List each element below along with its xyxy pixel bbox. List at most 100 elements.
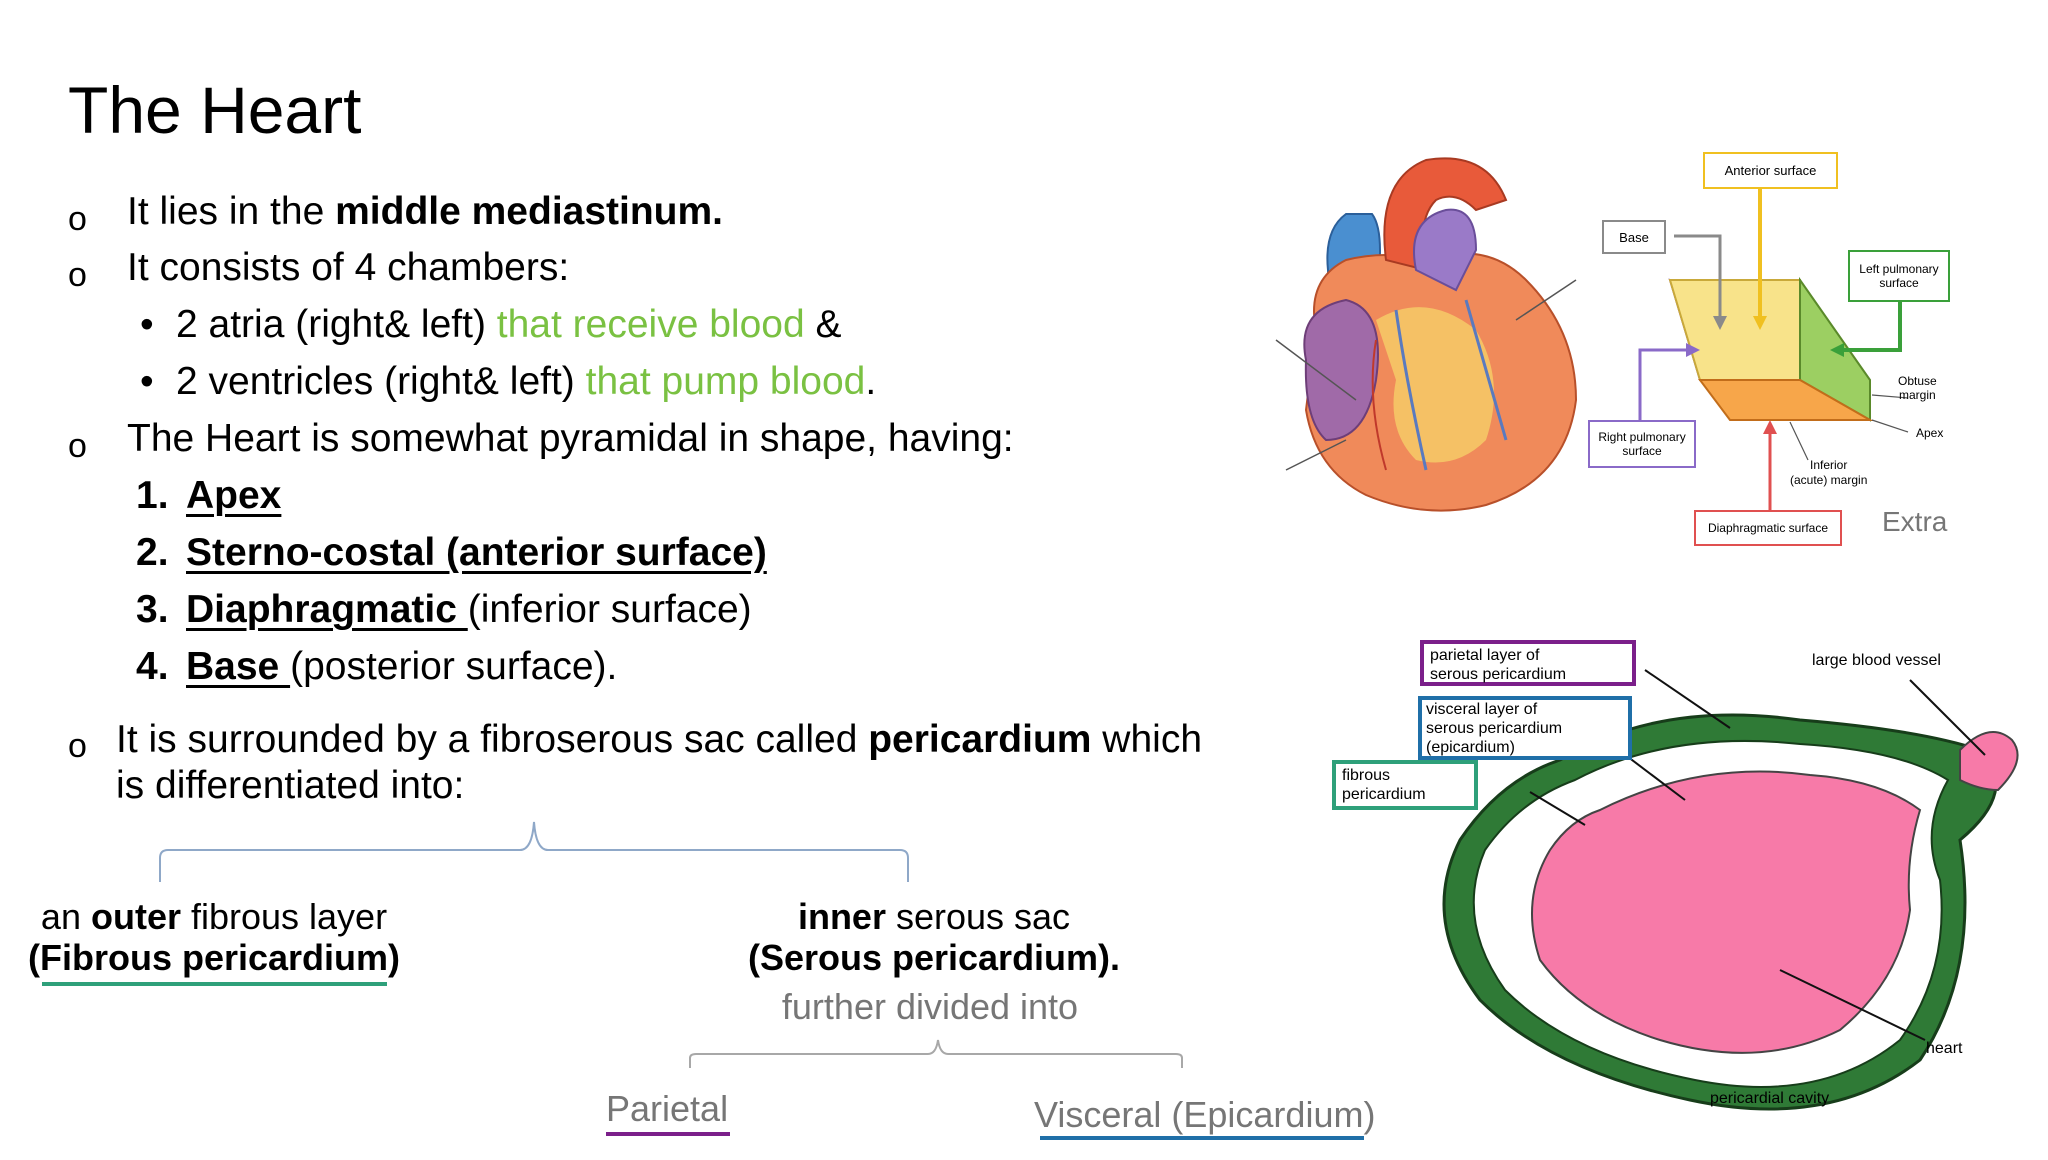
- leader-line: [1871, 419, 1909, 433]
- label-text: surface: [1622, 444, 1662, 458]
- outer-text: an: [40, 896, 91, 937]
- label-diaphragmatic: Diaphragmatic surface: [1694, 510, 1842, 546]
- label-text: Inferior: [1810, 458, 1848, 472]
- arrow-head: [1763, 420, 1777, 434]
- bullet-pericardium: It is surrounded by a fibroserous sac ca…: [116, 718, 1202, 763]
- bullet-mediastinum: It lies in the middle mediastinum.: [127, 190, 723, 235]
- label-text: Right pulmonary: [1598, 429, 1686, 444]
- label-text: Left pulmonary: [1859, 261, 1939, 276]
- item-rest: (inferior surface): [467, 588, 752, 631]
- bullet-marker: o: [68, 727, 87, 765]
- label-text: serous pericardium: [1430, 666, 1567, 684]
- vessel-shape: [1959, 731, 2019, 792]
- outer-layer-label: an outer fibrous layer: [41, 896, 387, 937]
- leader-line: [1789, 421, 1809, 461]
- item-term: Apex: [186, 474, 282, 517]
- leader-line: [1529, 791, 1586, 826]
- sub-text: 2 atria (right& left): [176, 303, 497, 346]
- arrow-base: [1674, 234, 1722, 320]
- sub-green-text: that pump blood: [585, 360, 866, 403]
- arrow-head: [1753, 316, 1767, 330]
- bullet-text: It consists of 4 chambers:: [127, 246, 570, 289]
- label-text: Anterior surface: [1724, 163, 1817, 178]
- label-text: fibrous: [1342, 767, 1391, 784]
- inner-text: serous sac: [885, 896, 1071, 937]
- sub-green-text: that receive blood: [496, 303, 805, 346]
- label-text: surface: [1879, 276, 1919, 290]
- label-text: (epicardium): [1426, 739, 1515, 757]
- outer-text: fibrous layer: [180, 896, 388, 937]
- leader-line: [1644, 669, 1731, 729]
- label-anterior-surface: Anterior surface: [1703, 152, 1838, 189]
- parietal-label: Parietal: [606, 1088, 729, 1129]
- coronary-vessel-1: [1394, 309, 1428, 471]
- blue-underline: [1040, 1136, 1364, 1140]
- bullet-pericardium-line2: is differentiated into:: [116, 764, 464, 809]
- label-text: Diaphragmatic surface: [1707, 521, 1829, 535]
- top-brace: [159, 821, 909, 882]
- inner-bold: inner: [797, 896, 886, 937]
- arrow-right-pulmonary: [1638, 348, 1690, 430]
- sub-bullet-dot: •: [140, 360, 154, 403]
- label-text: serous pericardium: [1426, 720, 1563, 738]
- label-fibrous-pericardium: fibrous pericardium: [1332, 760, 1478, 810]
- sub-bullet-dot: •: [140, 303, 154, 346]
- sub-text: .: [865, 360, 877, 403]
- outer-bold: outer: [90, 896, 181, 937]
- fibrous-pericardium-label: (Fibrous pericardium): [27, 937, 401, 978]
- bullet-text: is differentiated into:: [116, 764, 465, 807]
- bullet-marker: o: [68, 427, 87, 465]
- leader-line: [1515, 279, 1577, 321]
- numbered-item-apex: 1.Apex: [136, 474, 281, 519]
- sub-text: &: [804, 303, 842, 346]
- right-atrium-shape: [1303, 298, 1379, 442]
- serous-pericardium-label: (Serous pericardium).: [747, 937, 1121, 978]
- pyramid-diagram: [1638, 180, 1909, 510]
- label-text: Obtuse: [1898, 374, 1937, 388]
- pyramid-top-face: [1668, 279, 1801, 381]
- fat-overlay-shape: [1376, 307, 1494, 463]
- bullet-pyramidal: The Heart is somewhat pyramidal in shape…: [127, 417, 1014, 462]
- bullet-text: which: [1091, 718, 1203, 761]
- numbered-item-diaphragmatic: 3.Diaphragmatic (inferior surface): [136, 588, 752, 633]
- label-text: pericardium: [1342, 786, 1426, 804]
- bullet-marker: o: [68, 200, 87, 238]
- pyramid-bottom-face: [1698, 379, 1874, 421]
- leader-line: [1275, 339, 1357, 401]
- heart-illustration: [1275, 157, 1578, 512]
- label-text: visceral layer of: [1426, 701, 1538, 718]
- numbered-item-sternocostal: 2. Sterno-costal (anterior surface): [136, 531, 767, 576]
- label-heart: heart: [1926, 1040, 1963, 1057]
- teal-underline: [42, 982, 387, 986]
- further-divided-label: further divided into: [781, 986, 1079, 1027]
- sub-bullet-atria: 2 atria (right& left) that receive blood…: [176, 303, 842, 348]
- page-title: The Heart: [68, 73, 362, 147]
- bullet-bold: pericardium: [868, 718, 1092, 761]
- leader-line: [1871, 394, 1909, 399]
- label-apex: Apex: [1916, 426, 1944, 440]
- item-term: Base: [186, 645, 291, 688]
- numbered-item-base: 4. Base (posterior surface).: [136, 645, 617, 690]
- purple-underline: [606, 1132, 730, 1136]
- label-text: (acute) margin: [1790, 473, 1868, 487]
- item-number: 2.: [136, 531, 169, 574]
- bullet-text: It lies in the: [127, 190, 336, 233]
- label-visceral-layer: visceral layer of serous pericardium(epic…: [1418, 696, 1632, 760]
- arrow-head: [1686, 343, 1700, 357]
- bullet-text: It is surrounded by a fibroserous sac ca…: [116, 718, 869, 761]
- leader-line: [1909, 679, 1986, 756]
- bullet-text: The Heart is somewhat pyramidal in shape…: [127, 417, 1014, 460]
- visceral-label: Visceral (Epicardium): [1034, 1094, 1376, 1135]
- item-term: Sterno-costal (anterior surface): [186, 531, 767, 574]
- item-number: 3.: [136, 588, 169, 631]
- item-number: 4.: [136, 645, 169, 688]
- leader-line: [1779, 969, 1926, 1041]
- item-rest: (posterior surface).: [290, 645, 618, 688]
- heart-shape: [1531, 770, 1922, 1054]
- label-text: Base: [1619, 229, 1649, 245]
- bullet-chambers: It consists of 4 chambers:: [127, 246, 569, 291]
- label-inferior-margin: Inferior(acute) margin: [1790, 458, 1867, 488]
